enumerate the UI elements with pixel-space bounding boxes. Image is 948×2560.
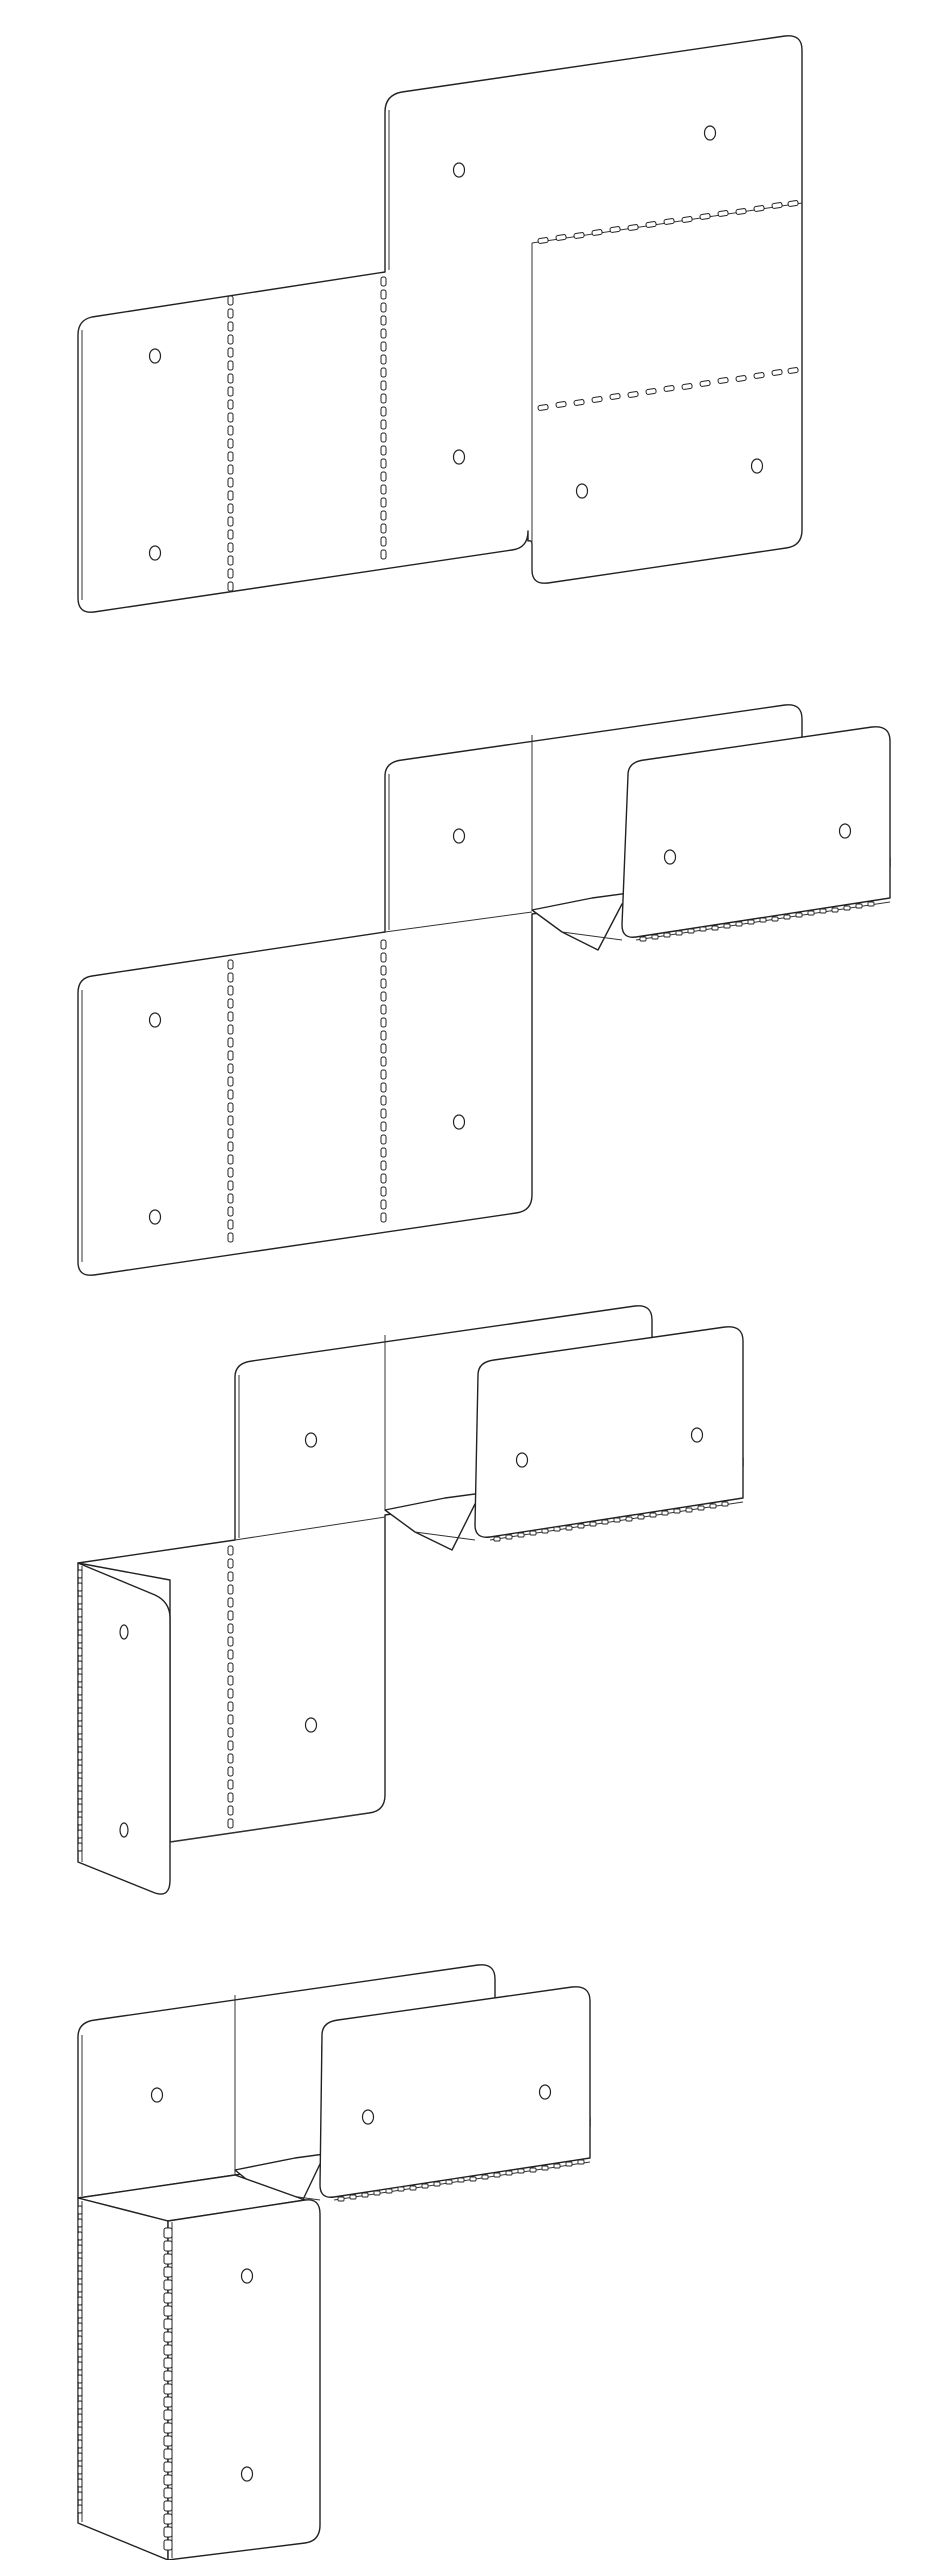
stage2-back-plate	[77, 704, 803, 1276]
stage2-bend-slots	[227, 939, 387, 1243]
stage-right-channel-folded	[77, 704, 891, 1276]
stage-fully-folded	[77, 1964, 591, 2560]
bend-line-1-slots	[227, 295, 234, 592]
stage3-fold-lines	[234, 1335, 386, 1541]
bend-line-3-slots	[537, 200, 799, 244]
bend-line-4-slots	[537, 367, 799, 411]
stage3-bend-slots	[77, 1545, 234, 1852]
stage4-mounting-holes	[150, 2084, 552, 2482]
stage2-channel-teeth	[639, 901, 875, 942]
stage3-channel-teeth	[493, 1501, 729, 1542]
stage3-left-flange	[77, 1562, 171, 1895]
stage4-box-corner-slots	[163, 2227, 173, 2551]
stage-left-flange-folded	[77, 1305, 744, 1895]
stage4-box-left-side	[77, 2197, 169, 2560]
flat-blank-mounting-holes	[148, 125, 764, 561]
stage4-channel-front	[319, 1986, 591, 2198]
flat-blank-outline	[77, 35, 803, 613]
stage3-mounting-holes	[119, 1427, 704, 1838]
stage-flat-blank	[77, 35, 803, 613]
stage4-channel-teeth	[337, 2159, 585, 2202]
stage4-box-front	[167, 2199, 321, 2560]
stage3-channel-front	[474, 1326, 744, 1538]
stage2-mounting-holes	[148, 823, 852, 1225]
stage2-channel-front	[621, 726, 891, 938]
bend-line-2-slots	[380, 276, 387, 560]
stage4-left-edge-slots	[77, 2205, 83, 2514]
stage3-back-plate	[77, 1305, 653, 1843]
stage2-fold-lines	[81, 735, 533, 1262]
flat-blank-thickness	[81, 110, 803, 600]
stage4-fold-lines	[81, 1995, 236, 2196]
